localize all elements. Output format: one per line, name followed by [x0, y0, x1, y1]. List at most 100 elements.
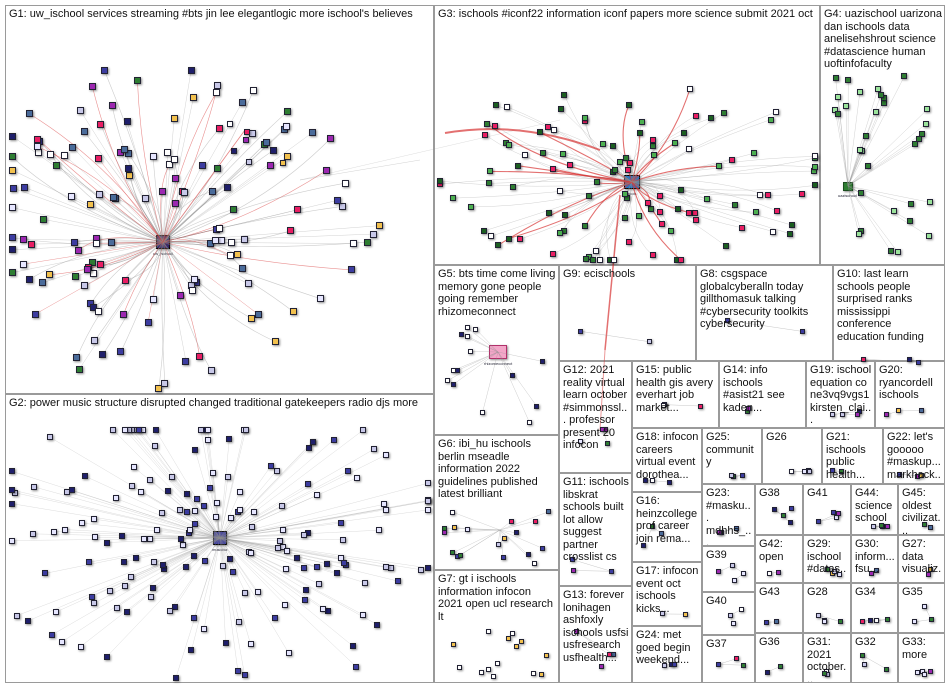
user-node[interactable] [857, 146, 864, 153]
user-node[interactable] [8, 246, 16, 254]
user-node[interactable] [160, 562, 167, 568]
user-node[interactable] [622, 215, 629, 222]
user-node[interactable] [885, 616, 891, 622]
user-node[interactable] [240, 235, 248, 243]
user-node[interactable] [884, 666, 890, 672]
user-node[interactable] [425, 564, 431, 571]
user-node[interactable] [780, 513, 786, 519]
user-node[interactable] [121, 582, 128, 589]
user-node[interactable] [812, 182, 818, 189]
user-node[interactable] [82, 473, 89, 480]
user-node[interactable] [132, 554, 139, 561]
user-node[interactable] [887, 247, 894, 254]
user-node[interactable] [227, 120, 234, 127]
user-node[interactable] [320, 606, 327, 613]
user-node[interactable] [730, 621, 736, 627]
hub-node-rhizomeconnect[interactable] [489, 345, 507, 359]
user-node[interactable] [551, 127, 558, 134]
user-node[interactable] [506, 141, 513, 148]
user-node[interactable] [915, 670, 921, 676]
user-node[interactable] [353, 474, 360, 481]
user-node[interactable] [234, 667, 241, 674]
user-node[interactable] [303, 587, 310, 594]
user-node[interactable] [627, 160, 634, 167]
user-node[interactable] [220, 562, 227, 569]
user-node[interactable] [236, 619, 243, 626]
user-node[interactable] [353, 663, 360, 670]
user-node[interactable] [192, 446, 199, 453]
user-node[interactable] [901, 73, 908, 80]
user-node[interactable] [558, 106, 565, 113]
user-node[interactable] [187, 527, 194, 534]
user-node[interactable] [369, 230, 377, 238]
user-node[interactable] [334, 196, 342, 204]
user-node[interactable] [816, 519, 822, 525]
user-node[interactable] [309, 438, 316, 445]
user-node[interactable] [455, 368, 461, 373]
user-node[interactable] [383, 506, 390, 513]
user-node[interactable] [274, 544, 281, 551]
user-node[interactable] [508, 518, 514, 524]
user-node[interactable] [556, 187, 563, 194]
user-node[interactable] [273, 467, 280, 474]
user-node[interactable] [248, 315, 256, 323]
user-node[interactable] [191, 507, 198, 514]
user-node[interactable] [916, 135, 923, 142]
user-node[interactable] [91, 534, 98, 541]
user-node[interactable] [282, 602, 289, 609]
user-node[interactable] [740, 472, 746, 478]
user-node[interactable] [881, 100, 888, 107]
user-node[interactable] [510, 183, 517, 190]
user-node[interactable] [197, 427, 204, 433]
user-node[interactable] [222, 640, 229, 647]
user-node[interactable] [80, 128, 88, 136]
user-node[interactable] [241, 672, 248, 679]
user-node[interactable] [46, 434, 53, 441]
user-node[interactable] [494, 242, 501, 249]
user-node[interactable] [562, 211, 569, 218]
user-node[interactable] [8, 234, 16, 242]
hub-node-ischools[interactable] [624, 175, 640, 189]
user-node[interactable] [608, 568, 614, 574]
user-node[interactable] [741, 570, 747, 576]
user-node[interactable] [518, 638, 524, 644]
user-node[interactable] [21, 183, 29, 191]
user-node[interactable] [9, 537, 15, 544]
user-node[interactable] [647, 205, 654, 212]
user-node[interactable] [596, 257, 603, 263]
user-node[interactable] [110, 427, 117, 433]
user-node[interactable] [799, 190, 806, 197]
user-node[interactable] [122, 276, 130, 284]
user-node[interactable] [376, 222, 384, 230]
user-node[interactable] [236, 507, 243, 514]
user-node[interactable] [242, 137, 249, 144]
user-node[interactable] [191, 615, 198, 622]
user-node[interactable] [150, 559, 157, 566]
user-node[interactable] [871, 524, 877, 530]
user-node[interactable] [610, 257, 617, 263]
user-node[interactable] [176, 506, 183, 513]
user-node[interactable] [161, 380, 169, 388]
user-node[interactable] [183, 564, 190, 571]
user-node[interactable] [625, 102, 632, 109]
user-node[interactable] [464, 333, 470, 339]
user-node[interactable] [204, 436, 211, 443]
user-node[interactable] [9, 468, 15, 475]
user-node[interactable] [691, 210, 698, 217]
user-node[interactable] [484, 120, 491, 127]
user-node[interactable] [686, 209, 693, 216]
user-node[interactable] [83, 265, 91, 273]
user-node[interactable] [188, 647, 195, 654]
user-node[interactable] [300, 565, 307, 572]
user-node[interactable] [40, 215, 48, 223]
user-node[interactable] [728, 612, 734, 618]
user-node[interactable] [609, 143, 616, 150]
user-node[interactable] [927, 669, 933, 675]
user-node[interactable] [425, 498, 431, 505]
user-node[interactable] [441, 525, 447, 531]
user-node[interactable] [764, 669, 770, 675]
user-node[interactable] [214, 81, 222, 89]
user-node[interactable] [283, 123, 291, 131]
user-node[interactable] [505, 235, 512, 242]
user-node[interactable] [53, 608, 60, 615]
